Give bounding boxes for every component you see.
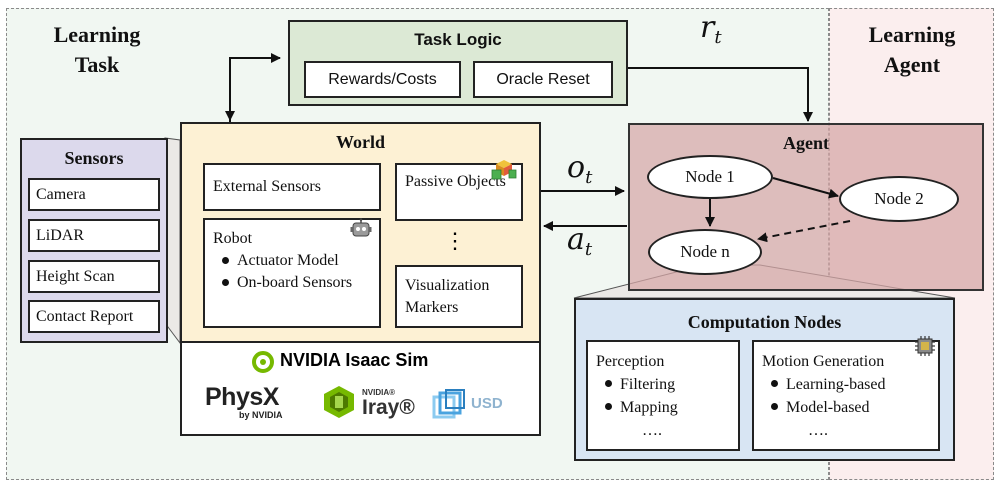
robot-item-actuator: Actuator Model (219, 250, 379, 272)
motion-generation-box: Motion Generation Learning-based Model-b… (752, 340, 940, 451)
external-sensors-box: External Sensors (203, 163, 381, 211)
usd-logo-icon (432, 389, 465, 419)
iray-logo-text: NVIDIA® Iray® (362, 388, 415, 419)
sensor-contact-report: Contact Report (28, 300, 160, 333)
node2-to-noden-edge (757, 220, 851, 243)
physx-logo-text: PhysX (205, 383, 279, 411)
learning-task-label: Learning Task (53, 22, 141, 77)
perception-item-mapping: Mapping (602, 396, 738, 419)
agent-node-n: Node n (648, 229, 762, 275)
isaac-logo-icon (252, 351, 274, 373)
isaac-sim-box (180, 341, 541, 436)
physx-logo: PhysX by NVIDIA (205, 384, 305, 424)
task-logic-title: Task Logic (414, 30, 502, 49)
learning-agent-label: Learning Agent (868, 22, 956, 77)
motion-more: …. (808, 422, 828, 439)
reward-signal-label: rt (700, 10, 722, 48)
action-signal-label: at (567, 222, 593, 260)
visualization-markers-box: Visualization Markers (395, 265, 523, 328)
robot-label: Robot (213, 230, 253, 247)
node1-to-node2-edge (772, 177, 839, 199)
motion-item-learning: Learning-based (768, 373, 938, 396)
robot-item-onboard: On-board Sensors (219, 272, 357, 294)
reward-arrow (628, 67, 813, 122)
iray-logo-icon (324, 386, 354, 418)
physx-logo-sub: by NVIDIA (239, 410, 283, 420)
robot-icon (350, 218, 372, 237)
computation-nodes-title: Computation Nodes (687, 312, 842, 332)
sensors-title: Sensors (64, 148, 124, 168)
agent-title: Agent (783, 133, 829, 153)
robot-box: Robot Actuator Model On-board Sensors (203, 218, 381, 328)
world-tasklogic-arrow-up (229, 53, 281, 122)
sensor-height-scan: Height Scan (28, 260, 160, 293)
motion-item-model: Model-based (768, 396, 938, 419)
perception-title: Perception (596, 353, 665, 370)
observation-signal-label: ot (567, 150, 593, 188)
oracle-reset-box: Oracle Reset (473, 61, 613, 98)
isaac-sim-title: NVIDIA Isaac Sim (280, 350, 429, 370)
perception-box: Perception Filtering Mapping …. (586, 340, 740, 451)
rewards-costs-box: Rewards/Costs (304, 61, 461, 98)
blocks-icon (491, 160, 517, 180)
agent-node-1: Node 1 (647, 155, 773, 199)
perception-more: …. (642, 422, 662, 439)
chip-icon (915, 336, 935, 356)
agent-node-2: Node 2 (839, 176, 959, 222)
agent-graph (705, 177, 851, 243)
passive-objects-box: Passive Objects (395, 163, 523, 221)
sensor-lidar: LiDAR (28, 219, 160, 252)
world-ellipsis: ⋮ (444, 228, 466, 253)
world-title: World (335, 132, 385, 152)
motion-generation-title: Motion Generation (762, 353, 885, 370)
usd-logo-text: USD (471, 395, 503, 412)
perception-item-filtering: Filtering (602, 373, 738, 396)
sensor-camera: Camera (28, 178, 160, 211)
